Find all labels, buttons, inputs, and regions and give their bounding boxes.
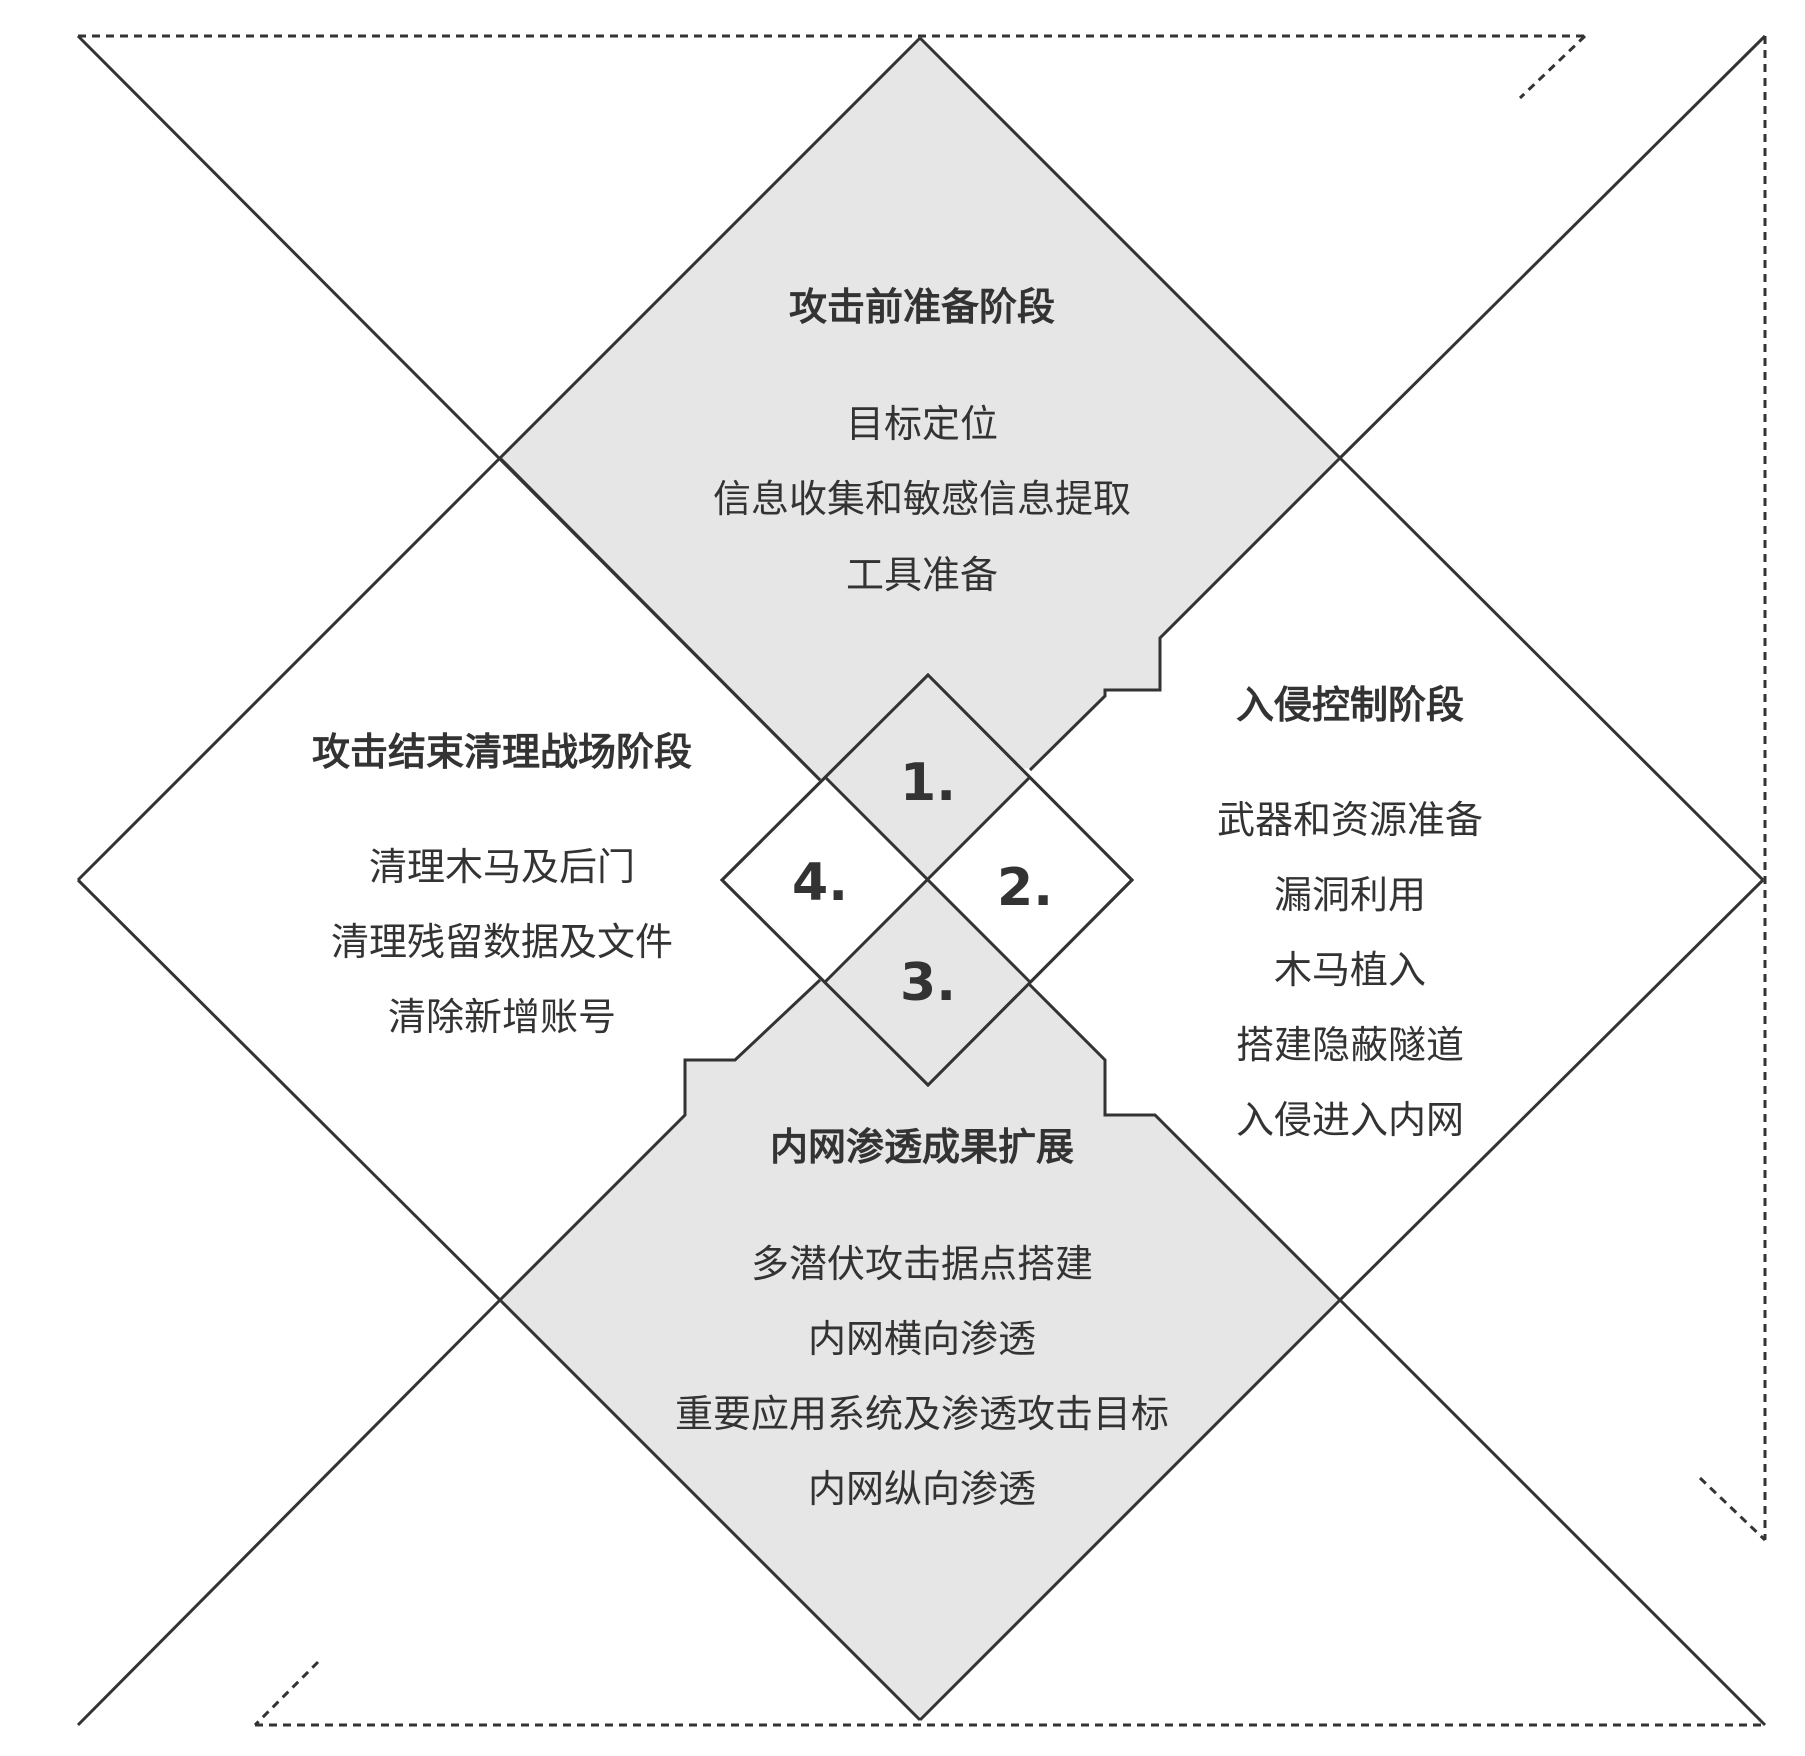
- phase-4-item: 清理残留数据及文件: [331, 920, 673, 964]
- center-diamond-outline: [719, 672, 1135, 1088]
- phase-2-item: 漏洞利用: [1274, 873, 1426, 917]
- phase-4-text: 攻击结束清理战场阶段 清理木马及后门 清理残留数据及文件 清除新增账号: [312, 730, 692, 1039]
- center-diamond-lines: [719, 672, 1135, 1088]
- center-diagonal-b: [823, 775, 1032, 984]
- phase-3-number: 3.: [900, 953, 956, 1013]
- phase-2-item: 搭建隐蔽隧道: [1236, 1023, 1464, 1067]
- phase-1-number: 1.: [900, 753, 956, 813]
- phase-4-title: 攻击结束清理战场阶段: [312, 730, 692, 774]
- diagonal-bottom-right: [1338, 1298, 1767, 1727]
- diamond-bottom-right: [918, 1298, 1342, 1722]
- phase-2-number: 2.: [997, 858, 1053, 918]
- phase-4-number: 4.: [792, 853, 848, 913]
- diagonal-top-right: [1338, 34, 1767, 460]
- phase-3-item: 内网横向渗透: [808, 1317, 1036, 1361]
- diagonal-bottom-left: [76, 1298, 502, 1727]
- diamond-bottom-left: [498, 1298, 922, 1722]
- phase-2-text: 入侵控制阶段 武器和资源准备 漏洞利用 木马植入 搭建隐蔽隧道 入侵进入内网: [1217, 683, 1483, 1142]
- boundary-phase3-phase4: [498, 978, 822, 1302]
- phase-3-title: 内网渗透成果扩展: [770, 1125, 1074, 1169]
- frame-corner-br: [1698, 1476, 1767, 1542]
- phase-1-item: 目标定位: [846, 402, 998, 446]
- boundary-phase4-phase1: [498, 456, 822, 782]
- phase-3-text: 内网渗透成果扩展 多潜伏攻击据点搭建 内网横向渗透 重要应用系统及渗透攻击目标 …: [675, 1125, 1169, 1511]
- diamond-top-right: [918, 36, 1342, 460]
- phase-2-title: 入侵控制阶段: [1236, 683, 1464, 727]
- phase-4-item: 清理木马及后门: [369, 845, 635, 889]
- phase-1-title: 攻击前准备阶段: [789, 285, 1055, 329]
- frame-corner-bl: [253, 1660, 320, 1727]
- phase-1-text: 攻击前准备阶段 目标定位 信息收集和敏感信息提取 工具准备: [713, 285, 1131, 597]
- diamond-left-upper: [76, 456, 502, 882]
- boundary-phase1-phase2: [1028, 456, 1342, 772]
- phase-1-region: [500, 38, 1340, 780]
- phase-1-item: 信息收集和敏感信息提取: [713, 477, 1131, 521]
- phase-3-item: 内网纵向渗透: [808, 1467, 1036, 1511]
- phase-3-item: 多潜伏攻击据点搭建: [751, 1242, 1093, 1286]
- diamond-right-lower: [1338, 878, 1765, 1302]
- diamond-right-upper: [1338, 456, 1765, 882]
- diagram-lines: [76, 34, 1767, 1727]
- phase-3-item: 重要应用系统及渗透攻击目标: [675, 1392, 1169, 1436]
- dashed-frame: [78, 34, 1767, 1727]
- diamond-top-left: [498, 36, 922, 460]
- phase-2-item: 入侵进入内网: [1236, 1098, 1464, 1142]
- phase-2-item: 木马植入: [1274, 948, 1426, 992]
- phase-2-item: 武器和资源准备: [1217, 798, 1483, 842]
- phase-1-item: 工具准备: [846, 553, 998, 597]
- diamond-left-lower: [76, 878, 502, 1302]
- boundary-phase2-phase3: [1023, 978, 1342, 1302]
- phase-4-item: 清除新增账号: [388, 995, 616, 1039]
- frame-corner-tr: [1518, 34, 1587, 100]
